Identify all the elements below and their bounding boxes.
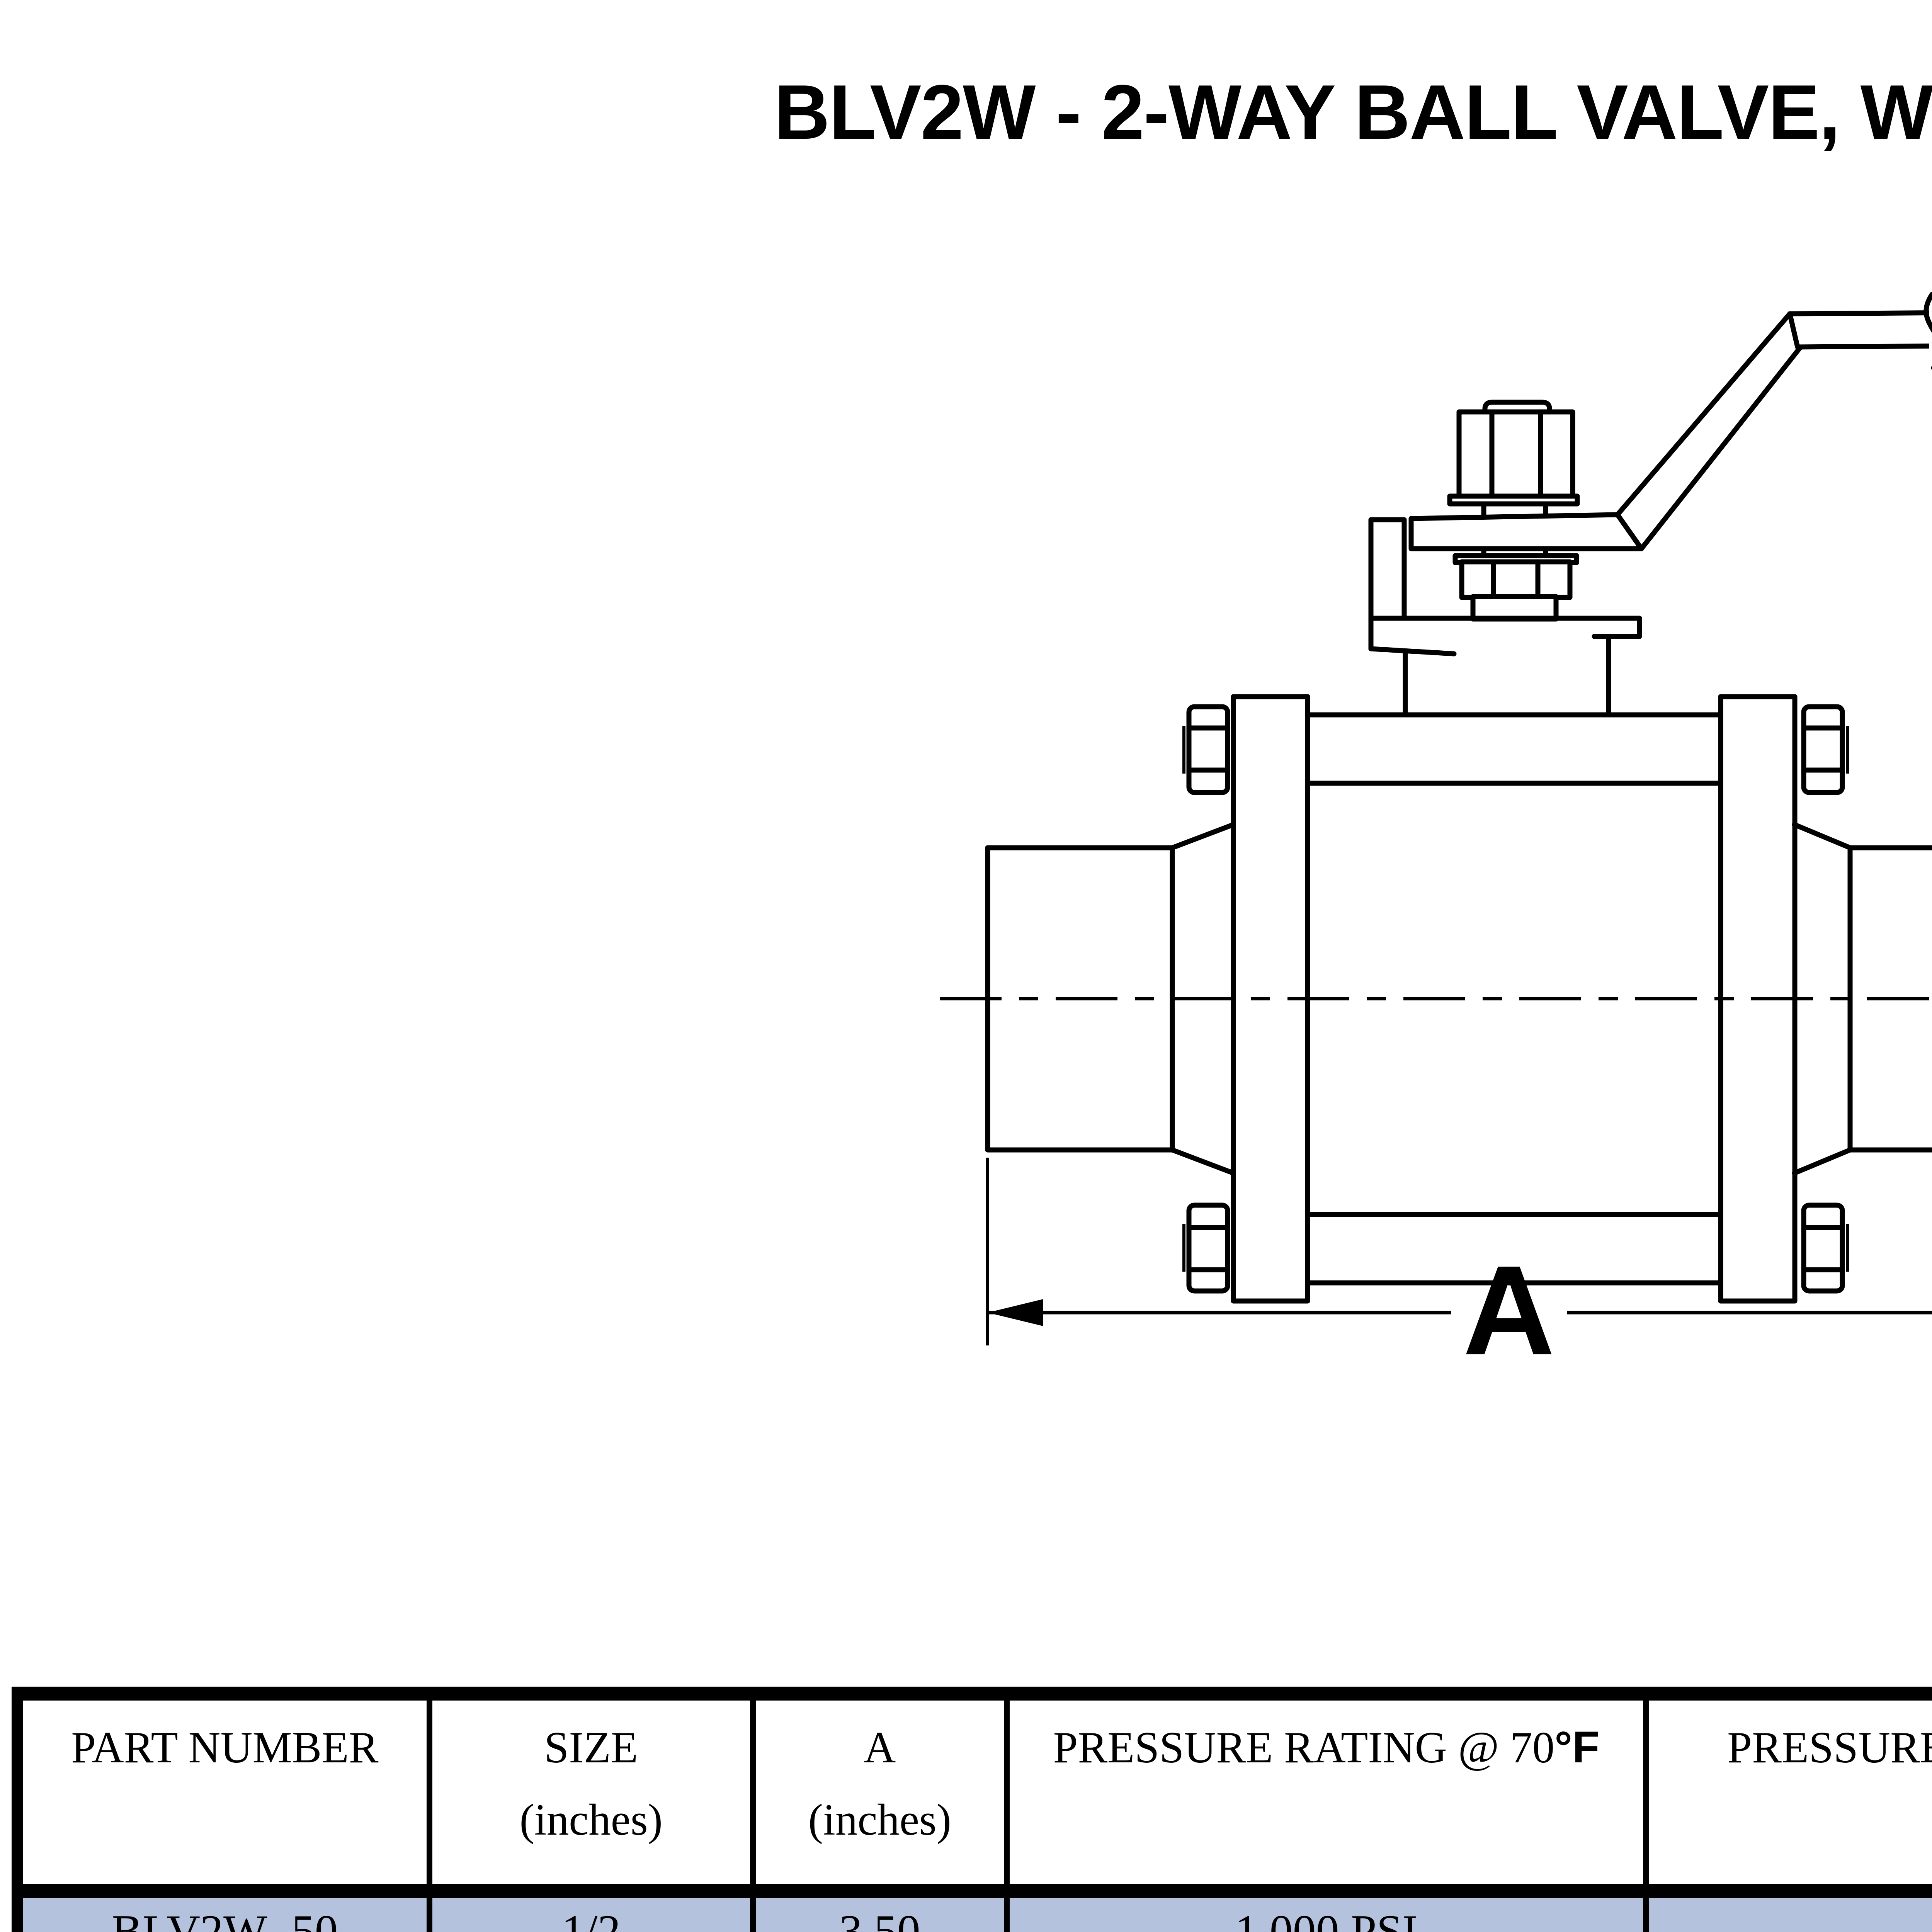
dimension-label: A <box>1463 1239 1555 1381</box>
dimension-arrow-left-icon <box>988 1299 1043 1326</box>
col-header-part-number: PART NUMBER <box>14 1687 432 1898</box>
flange-bolt <box>1801 704 1849 795</box>
packing-nut <box>1452 553 1579 622</box>
col-header-pressure-70: PRESSURE RATING @ 70°F <box>1003 1687 1649 1898</box>
valve-handle <box>1408 290 1932 551</box>
dimension-a: A <box>986 1158 1932 1381</box>
spec-table-header: PART NUMBER SIZE (inches) A (inches) PRE… <box>14 1687 1932 1898</box>
flange-bolt <box>1801 1202 1849 1294</box>
header-row: PART NUMBER SIZE (inches) A (inches) PRE… <box>14 1687 1932 1898</box>
cell-part-number: BLV2W-.50 <box>14 1884 432 1932</box>
mounting-bracket <box>1368 517 1642 718</box>
flange-bolt <box>1182 704 1230 795</box>
cell-size: 1/2 <box>426 1884 756 1932</box>
col-header-a-dim: A (inches) <box>750 1687 1010 1898</box>
cell-a-dim: 3.50 <box>750 1884 1010 1932</box>
cell-pressure-300: 100 PSI <box>1643 1884 1932 1932</box>
handle-break-gap <box>1929 290 1932 373</box>
spec-table: PART NUMBER SIZE (inches) A (inches) PRE… <box>12 1687 1932 1932</box>
page-title: BLV2W - 2-WAY BALL VALVE, WELD ENDS <box>774 69 1932 155</box>
spec-table-wrap: PART NUMBER SIZE (inches) A (inches) PRE… <box>12 1687 1932 1932</box>
stem-nut <box>1447 400 1580 507</box>
col-header-size: SIZE (inches) <box>426 1687 756 1898</box>
col-header-pressure-300: PRESSURE RATING @ 300°F <box>1643 1687 1932 1898</box>
flange-bolt <box>1182 1202 1230 1294</box>
valve-drawing: A <box>940 290 1932 1381</box>
spec-table-body: BLV2W-.50 1/2 3.50 1,000 PSI 100 PSI BLV… <box>14 1884 1932 1932</box>
break-squiggle-icon <box>1923 292 1932 370</box>
table-row: BLV2W-.50 1/2 3.50 1,000 PSI 100 PSI BLV… <box>14 1884 1932 1932</box>
cell-pressure-70: 1,000 PSI <box>1003 1884 1649 1932</box>
